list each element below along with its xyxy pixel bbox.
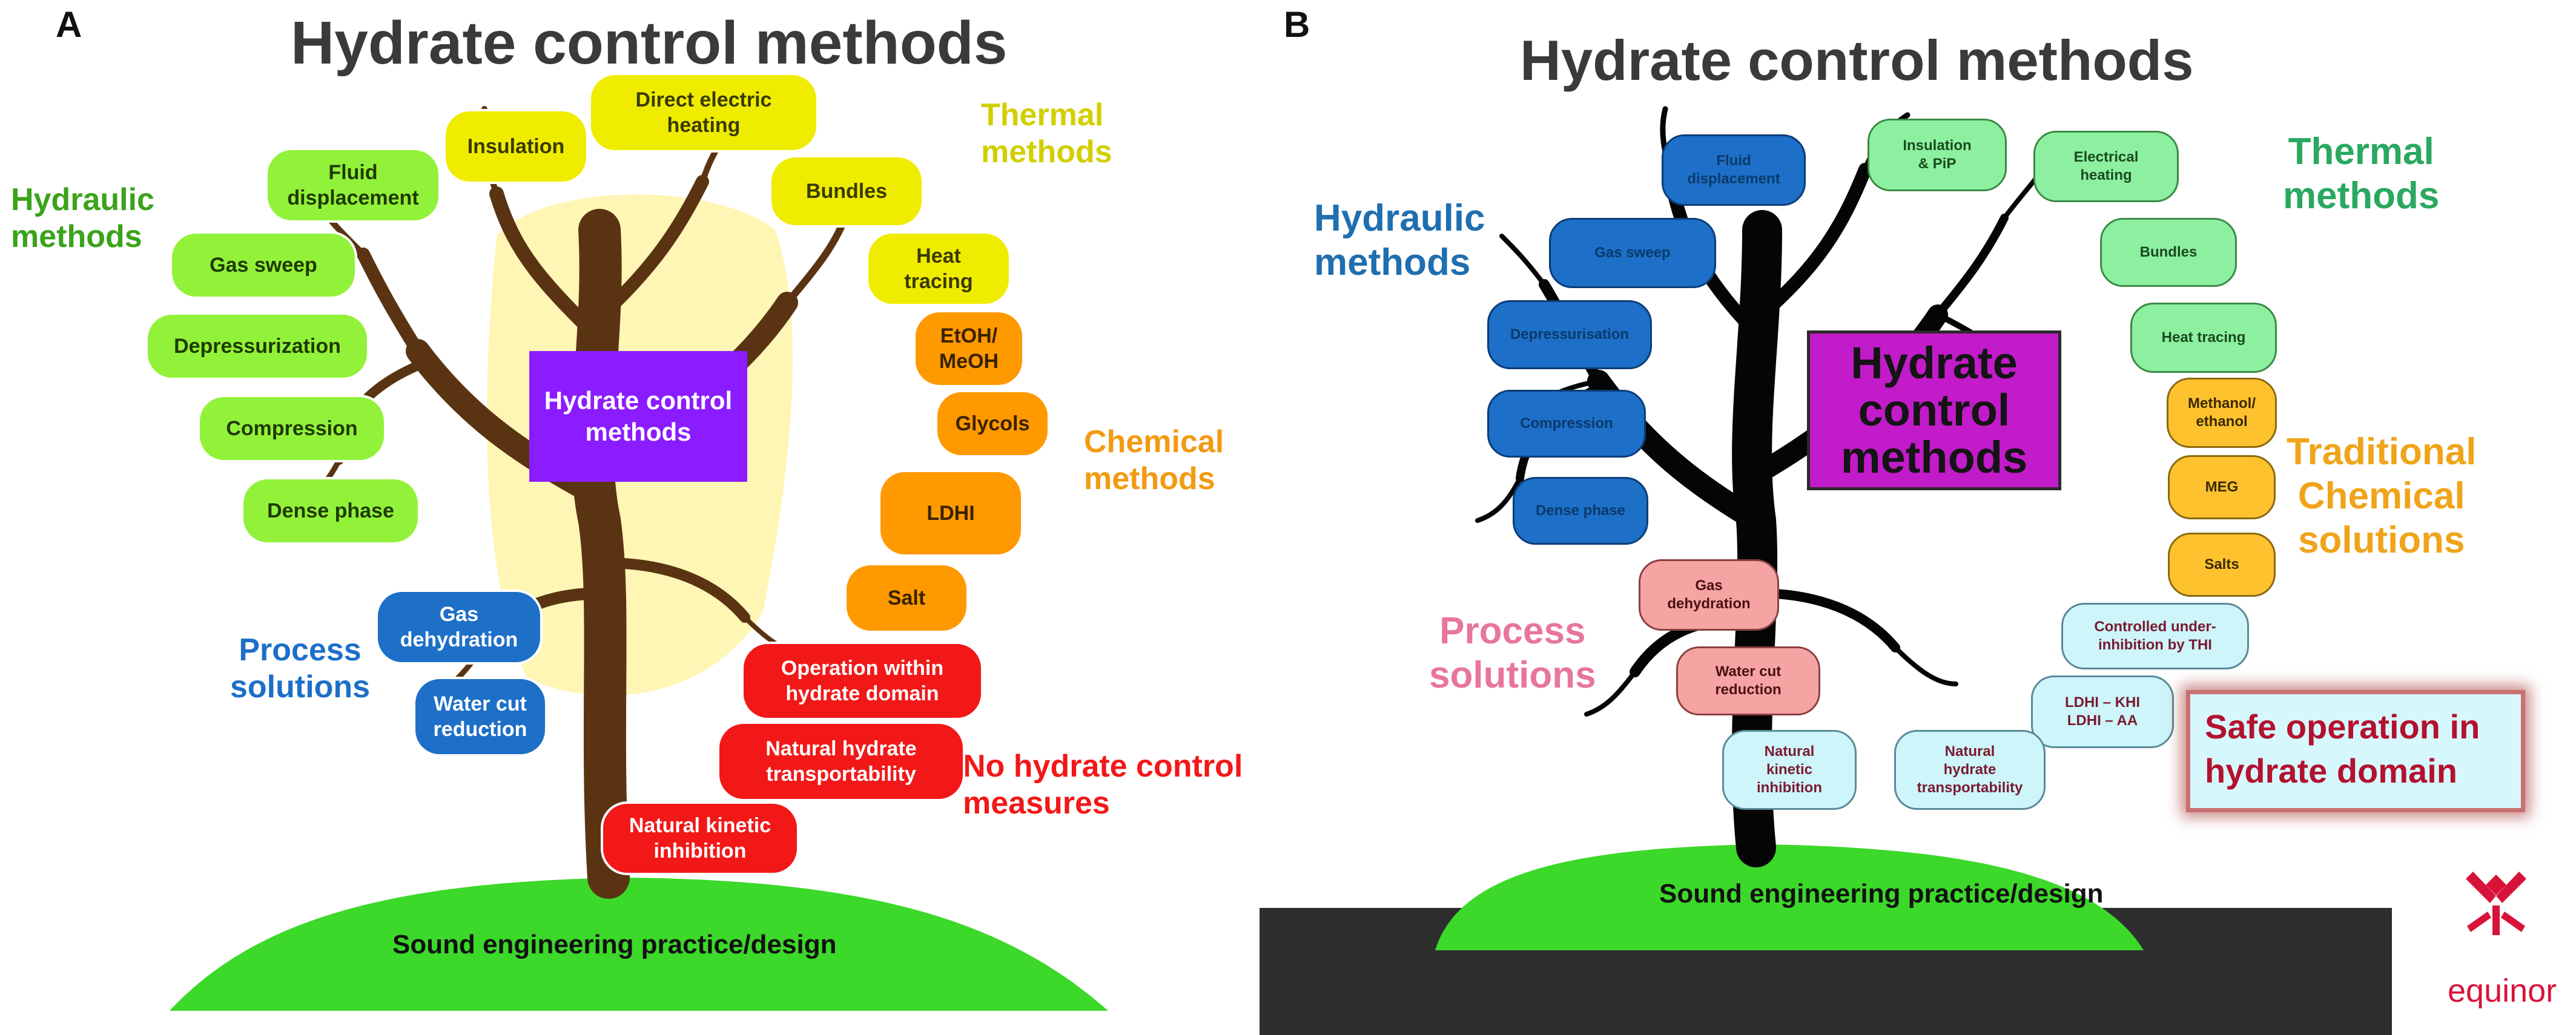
process-item-gas-dehydration: Gas dehydration bbox=[375, 590, 543, 665]
center-box-a: Hydrate control methods bbox=[529, 351, 747, 482]
panel-b-letter: B bbox=[1284, 4, 1310, 45]
panel-b-title: Hydrate control methods bbox=[1520, 28, 2194, 92]
thermal-item-insulation: Insulation bbox=[443, 109, 589, 184]
hydraulic-item-b-fluid-displacement: Fluid displacement bbox=[1662, 134, 1806, 206]
hydraulic-item-dense-phase: Dense phase bbox=[241, 477, 420, 545]
hydraulic-item-fluid-displacement: Fluid displacement bbox=[265, 148, 441, 223]
thermal-item-b-heat-tracing: Heat tracing bbox=[2130, 303, 2277, 373]
foundation-text-a: Sound engineering practice/design bbox=[392, 930, 837, 959]
hill-a bbox=[170, 878, 1108, 1011]
safe-operation-box: Safe operation in hydrate domain bbox=[2186, 690, 2525, 812]
chemical-item-ldhi: LDHI bbox=[878, 470, 1023, 557]
hydraulic-item-compression: Compression bbox=[197, 395, 386, 462]
hydraulic-item-b-depressurisation: Depressurisation bbox=[1487, 300, 1652, 369]
domain-item-b-controlled-under-inhibition: Controlled under- inhibition by THI bbox=[2061, 603, 2249, 669]
thermal-item-bundles: Bundles bbox=[769, 155, 924, 228]
chemical-item-b-methanol-ethanol: Methanol/ ethanol bbox=[2167, 378, 2277, 448]
process-solutions-label: Process solutions bbox=[230, 632, 371, 705]
thermal-methods-label-b: Thermal methods bbox=[2283, 131, 2440, 217]
tree-b-illustration bbox=[1260, 106, 2526, 1035]
hydraulic-item-b-dense-phase: Dense phase bbox=[1513, 477, 1648, 545]
foundation-text-b: Sound engineering practice/design bbox=[1659, 879, 2104, 908]
chemical-solutions-label-b: Traditional Chemical solutions bbox=[2287, 431, 2477, 562]
hill-b bbox=[1435, 844, 2144, 950]
hydraulic-item-b-gas-sweep: Gas sweep bbox=[1549, 218, 1716, 288]
panel-a: A Hydrate control methods Hydraulic meth… bbox=[0, 0, 1260, 1035]
hydraulic-item-gas-sweep: Gas sweep bbox=[170, 231, 357, 299]
thermal-item-b-electrical-heating: Electrical heating bbox=[2033, 131, 2179, 202]
chemical-methods-label: Chemical methods bbox=[1084, 424, 1224, 497]
hydraulic-item-depressurization: Depressurization bbox=[145, 312, 369, 380]
no-control-item-natural-transportability: Natural hydrate transportability bbox=[717, 721, 965, 801]
process-item-water-cut-reduction: Water cut reduction bbox=[413, 677, 547, 757]
process-item-b-water-cut-reduction: Water cut reduction bbox=[1676, 646, 1820, 715]
chemical-item-etoh-meoh: EtOH/ MeOH bbox=[913, 310, 1025, 387]
chemical-item-glycols: Glycols bbox=[935, 390, 1050, 458]
hydraulic-methods-label-b: Hydraulic methods bbox=[1314, 197, 1485, 284]
panel-a-letter: A bbox=[56, 4, 82, 45]
process-item-b-gas-dehydration: Gas dehydration bbox=[1639, 559, 1779, 631]
thermal-item-heat-tracing: Heat tracing bbox=[866, 231, 1011, 306]
domain-item-b-natural-transportability: Natural hydrate transportability bbox=[1894, 730, 2046, 810]
panel-a-title: Hydrate control methods bbox=[291, 9, 1008, 77]
center-box-b: Hydrate control methods bbox=[1807, 330, 2061, 490]
process-solutions-label-b: Process solutions bbox=[1429, 610, 1596, 697]
chemical-item-b-meg: MEG bbox=[2168, 455, 2276, 519]
domain-item-b-natural-kinetic-inhibition: Natural kinetic inhibition bbox=[1722, 730, 1857, 810]
chemical-item-salt: Salt bbox=[844, 563, 969, 633]
domain-item-b-ldhi: LDHI – KHI LDHI – AA bbox=[2031, 675, 2174, 748]
hydraulic-methods-label: Hydraulic methods bbox=[11, 182, 154, 255]
thermal-methods-label: Thermal methods bbox=[981, 97, 1112, 170]
equinor-logo-text: equinor bbox=[2448, 973, 2557, 1009]
chemical-item-b-salts: Salts bbox=[2168, 533, 2276, 597]
thermal-item-direct-electric-heating: Direct electric heating bbox=[589, 73, 819, 153]
thermal-item-b-bundles: Bundles bbox=[2100, 218, 2237, 287]
panel-b: B Hydrate control methods Hydraulic meth… bbox=[1260, 0, 2576, 1035]
hydraulic-item-b-compression: Compression bbox=[1487, 390, 1646, 458]
thermal-item-b-insulation-pip: Insulation & PiP bbox=[1868, 119, 2007, 191]
equinor-logo-icon bbox=[2466, 872, 2526, 935]
no-control-item-operation-within-domain: Operation within hydrate domain bbox=[741, 642, 983, 720]
no-hydrate-control-label: No hydrate control measures bbox=[963, 749, 1243, 821]
no-control-item-natural-kinetic-inhibition: Natural kinetic inhibition bbox=[601, 801, 799, 875]
